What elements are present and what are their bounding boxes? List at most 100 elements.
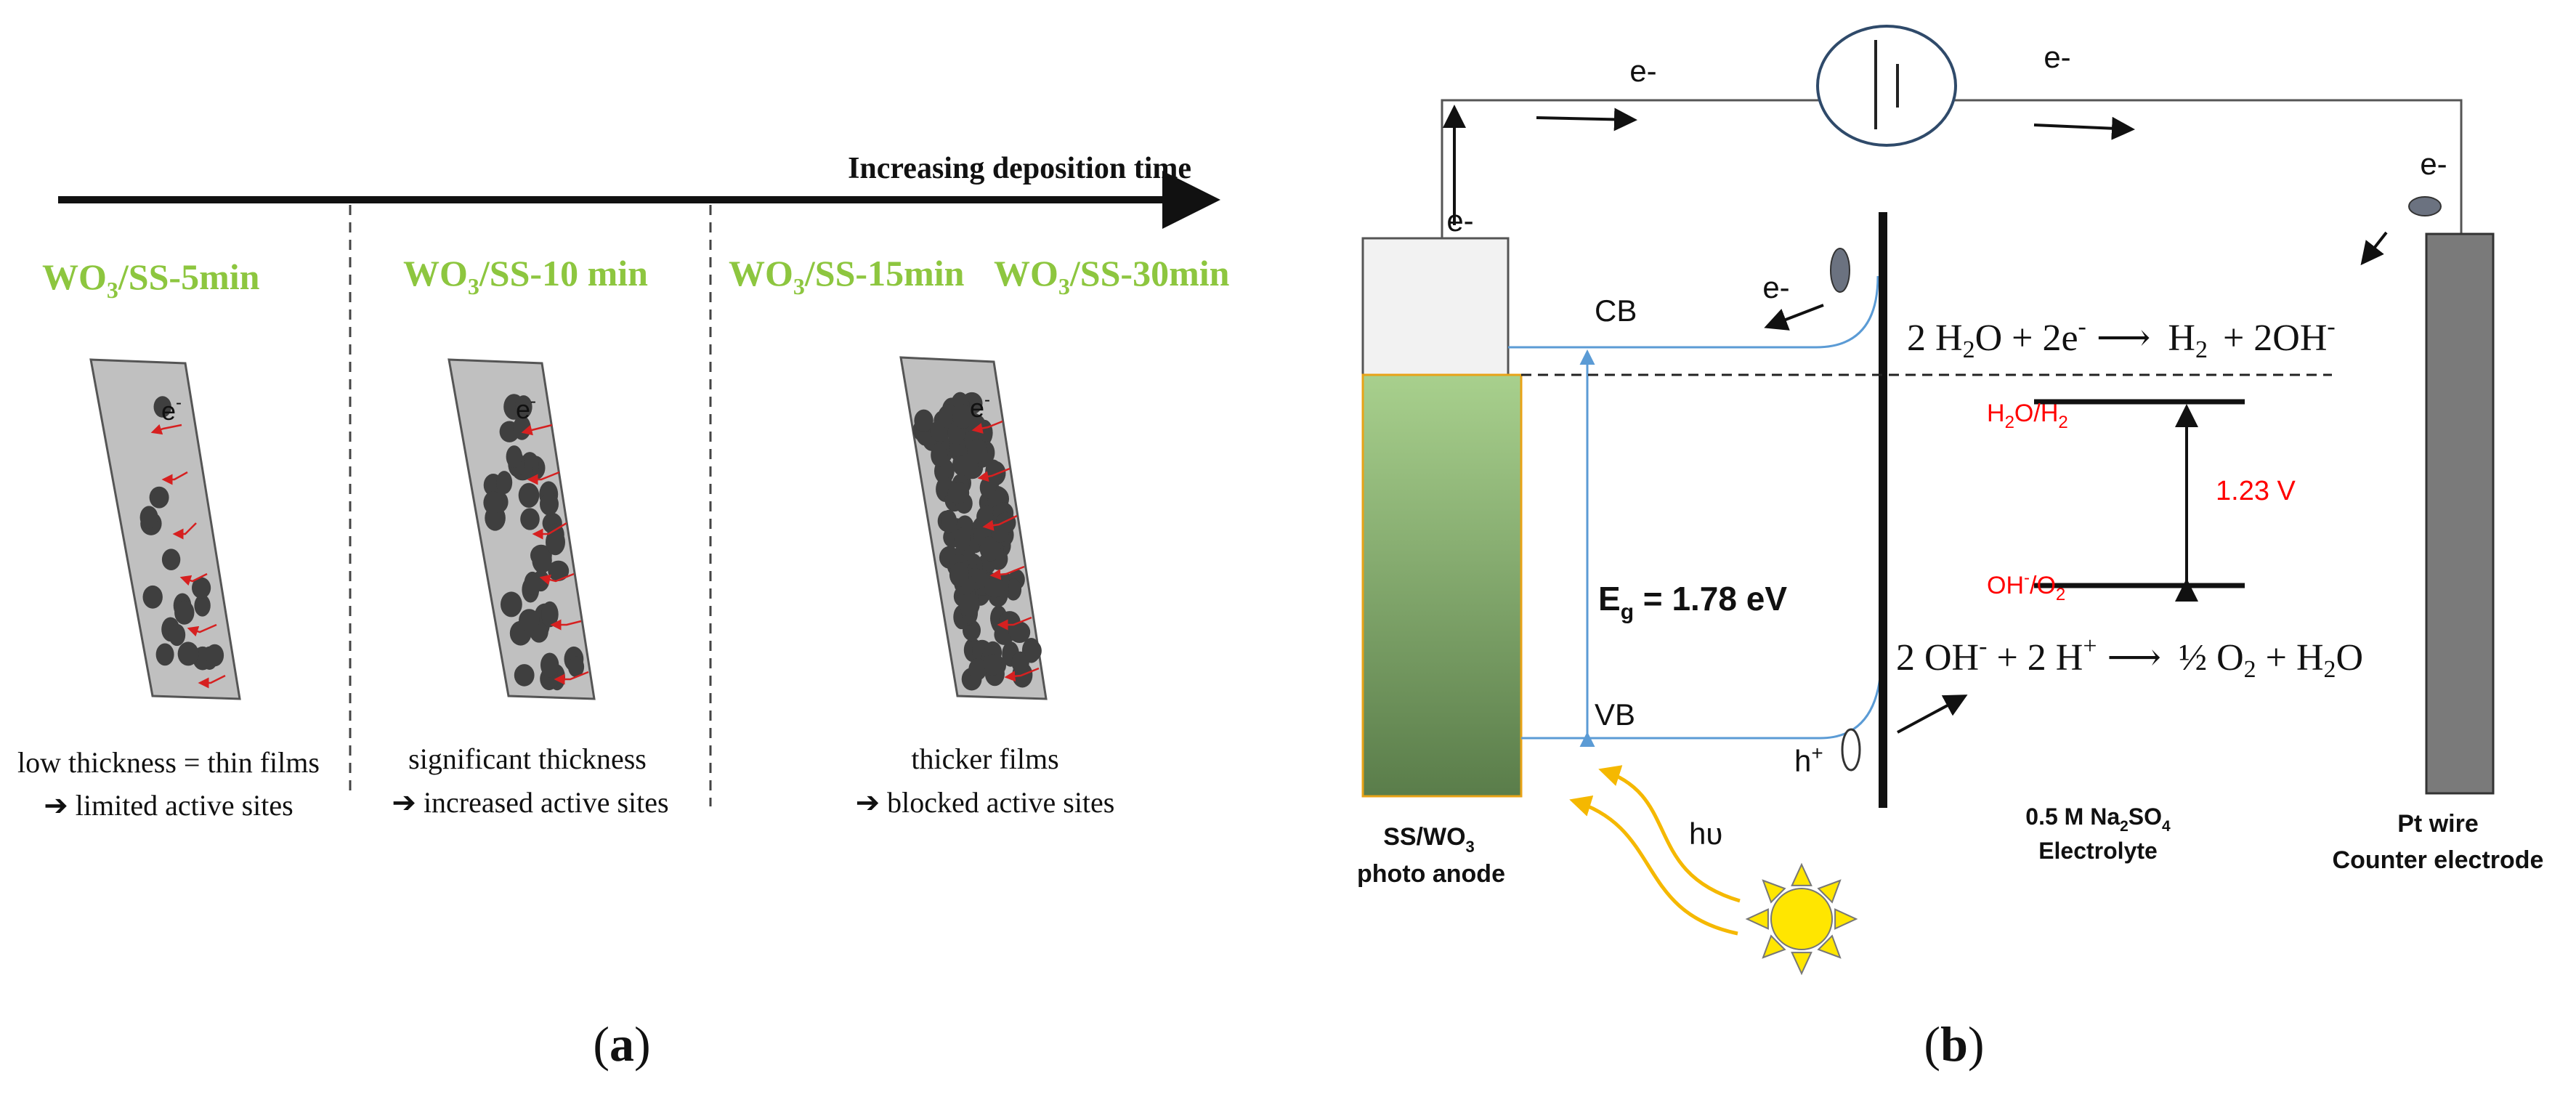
- sample-title-30min: WO3/SS-30min: [994, 253, 1230, 299]
- potential-label: 1.23 V: [2216, 476, 2296, 506]
- counter-label-2: Counter electrode: [2333, 846, 2544, 874]
- electron-label: e-: [161, 393, 182, 426]
- sun-ray: [1834, 908, 1858, 930]
- wo3-particle: [952, 452, 972, 477]
- wo3-particle: [1008, 621, 1031, 643]
- oh-o2-label: OH-/O2: [1987, 568, 2065, 604]
- wo3-particle: [984, 577, 1005, 598]
- electron-path: [527, 471, 560, 485]
- sample-title-5min: WO3/SS-5min: [42, 256, 260, 303]
- electron-path: [977, 467, 1010, 482]
- electron-blob-cb: [1830, 248, 1850, 293]
- counter-electrode: [2425, 232, 2495, 795]
- electron-cb-label: e-: [1762, 270, 1789, 304]
- sun-ray: [1745, 908, 1769, 930]
- electron-paths: [150, 424, 226, 689]
- wo3-particle: [174, 600, 195, 625]
- electron-path: [187, 623, 217, 637]
- hole-arrow: [1897, 695, 1968, 734]
- sun-ray: [1791, 952, 1812, 976]
- electron-label: e-: [970, 390, 990, 423]
- hole-blob: [1841, 728, 1861, 772]
- hole-label: h+: [1794, 742, 1823, 778]
- wire-current-arrow-1: [1536, 108, 1637, 131]
- sun-ray: [1817, 879, 1842, 904]
- conduction-band-edge: [1508, 275, 1879, 349]
- wo3-particle: [192, 577, 211, 599]
- deposition-time-label: Increasing deposition time: [848, 152, 1191, 185]
- wire-current-arrow-2: [2033, 116, 2135, 140]
- electron-path: [198, 674, 226, 689]
- wo3-particle: [177, 641, 199, 666]
- wo3-particle: [941, 509, 957, 534]
- wo3-particle: [567, 656, 585, 678]
- wo3-particle: [169, 623, 186, 647]
- wo3-particle: [947, 482, 970, 504]
- light-ray-1: [1598, 765, 1741, 903]
- voltage-source: [1816, 25, 1957, 147]
- film-5min: e-: [89, 358, 241, 700]
- panel-b-label: (b): [1924, 1016, 1984, 1072]
- wo3-particle: [949, 562, 970, 588]
- electrolyte-label: 0.5 M Na2SO4: [2025, 803, 2171, 835]
- wo3-particle: [496, 471, 513, 495]
- wire-current-arrow-3: [2360, 231, 2388, 266]
- sample-title-15min: WO3/SS-15min: [729, 253, 965, 299]
- electron-path: [172, 522, 197, 540]
- wo3-particle: [968, 658, 987, 681]
- wo3-particle: [483, 491, 503, 514]
- wo3-particle: [1005, 578, 1022, 601]
- electron-path: [150, 424, 182, 435]
- wo3-particle: [142, 585, 163, 609]
- vb-label: VB: [1595, 697, 1635, 732]
- wo3-particle: [954, 527, 971, 551]
- band-gap-label: Eg = 1.78 eV: [1598, 580, 1787, 624]
- wo3-particle: [524, 571, 541, 595]
- panel-b: e- e- e- e- CB VB Eg = 1.78 eV e- h+ 2 H…: [1357, 25, 2544, 1072]
- wo3-particle: [979, 536, 1001, 562]
- wo3-particle: [960, 592, 980, 617]
- oxidation-reaction: 2 OH- + 2 H+⟶½ O2 + H2O: [1896, 633, 2363, 683]
- film-30min: e-: [899, 356, 1048, 700]
- wo3-particle: [1024, 640, 1042, 661]
- electron-path: [550, 619, 582, 631]
- wo3-particle: [161, 548, 181, 570]
- wo3-particle: [979, 477, 997, 499]
- wo3-particle: [546, 529, 565, 556]
- wo3-particle: [952, 404, 974, 429]
- wo3-particle: [518, 482, 540, 508]
- electron-blob-counter: [2408, 196, 2442, 216]
- electron-path: [997, 616, 1032, 631]
- photoanode-label: SS/WO3: [1383, 823, 1475, 856]
- electron-path: [989, 565, 1025, 580]
- panel-a-label: (a): [593, 1016, 650, 1072]
- electron-label-wire-2: e-: [2044, 40, 2070, 74]
- electron-path: [539, 572, 575, 586]
- reduction-reaction: 2 H2O + 2e-⟶H2 + 2OH-: [1907, 313, 2336, 363]
- wo3-particle: [155, 643, 174, 666]
- wo3-particle: [515, 395, 532, 419]
- light-label: hυ: [1689, 817, 1722, 851]
- caption-thicker-result: ➔ blocked active sites: [856, 786, 1115, 819]
- electron-paths: [971, 420, 1040, 682]
- light-ray-2: [1569, 795, 1738, 936]
- sample-title-10min: WO3/SS-10 min: [403, 253, 648, 299]
- wo3-particle: [967, 439, 988, 464]
- wo3-particle: [506, 445, 522, 469]
- sun-disc: [1770, 888, 1833, 950]
- counter-label: Pt wire: [2397, 810, 2478, 838]
- wo3-particle: [514, 664, 535, 687]
- cb-label: CB: [1595, 294, 1637, 328]
- electron-label-anode: e-: [1446, 203, 1473, 238]
- wo3-particles: [139, 396, 224, 671]
- wo3-particle: [194, 594, 211, 617]
- electron-path: [179, 572, 208, 586]
- electron-path: [554, 671, 589, 685]
- external-wire: [1441, 99, 1820, 238]
- anode-contact: [1361, 237, 1510, 376]
- electrolyte-label-2: Electrolyte: [2038, 838, 2158, 864]
- electron-label-wire-3: e-: [2420, 147, 2447, 181]
- caption-significant: significant thickness: [408, 742, 647, 775]
- electron-path: [971, 420, 1003, 434]
